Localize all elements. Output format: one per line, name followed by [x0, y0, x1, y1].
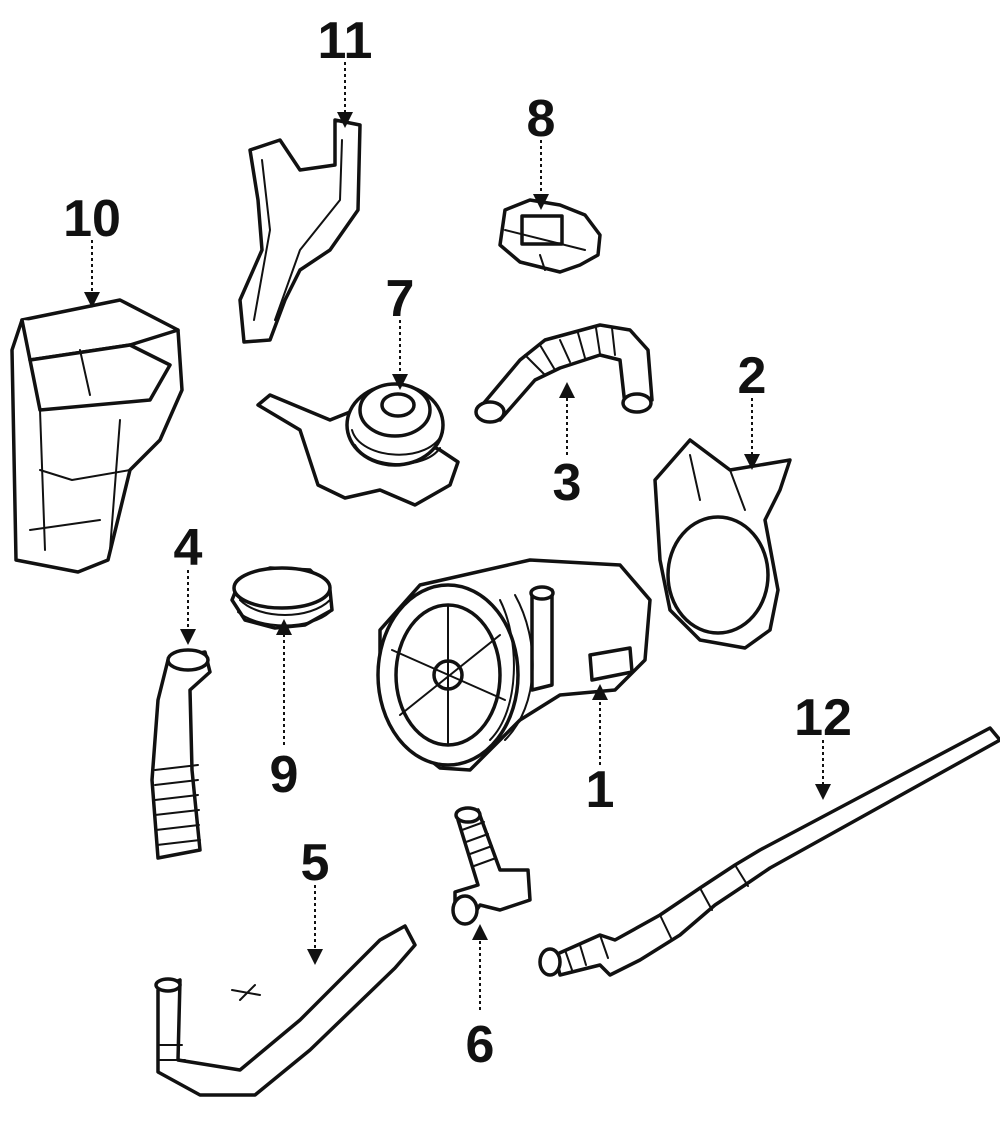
callout-4: 4: [174, 519, 203, 577]
callout-1: 1: [586, 761, 615, 819]
part-10-air-cleaner-housing: [10, 298, 184, 574]
part-3-hose: [474, 323, 654, 424]
callout-5: 5: [301, 834, 330, 892]
callout-10: 10: [63, 190, 121, 248]
callout-labels: 11 8 10 7 3 2 4 9 1 12 5 6: [63, 12, 852, 1074]
callout-11: 11: [318, 12, 373, 70]
part-7-valve: [256, 382, 460, 507]
callout-2: 2: [738, 347, 767, 405]
part-12-oxygen-sensor: [538, 726, 1000, 977]
part-9-cap: [230, 566, 334, 630]
part-8-sensor: [498, 198, 602, 274]
callout-3: 3: [553, 454, 582, 512]
leader-lines: [84, 62, 831, 1010]
callout-9: 9: [270, 746, 299, 804]
part-11-bracket: [238, 118, 362, 344]
callout-12: 12: [794, 689, 852, 747]
callout-6: 6: [466, 1016, 495, 1074]
part-2-bracket: [653, 438, 792, 650]
part-6-elbow-hose: [451, 806, 532, 926]
part-1-air-pump: [376, 558, 652, 772]
part-4-hose: [150, 648, 212, 860]
callout-8: 8: [527, 90, 556, 148]
callout-7: 7: [386, 270, 415, 328]
part-5-pipe: [154, 924, 417, 1097]
